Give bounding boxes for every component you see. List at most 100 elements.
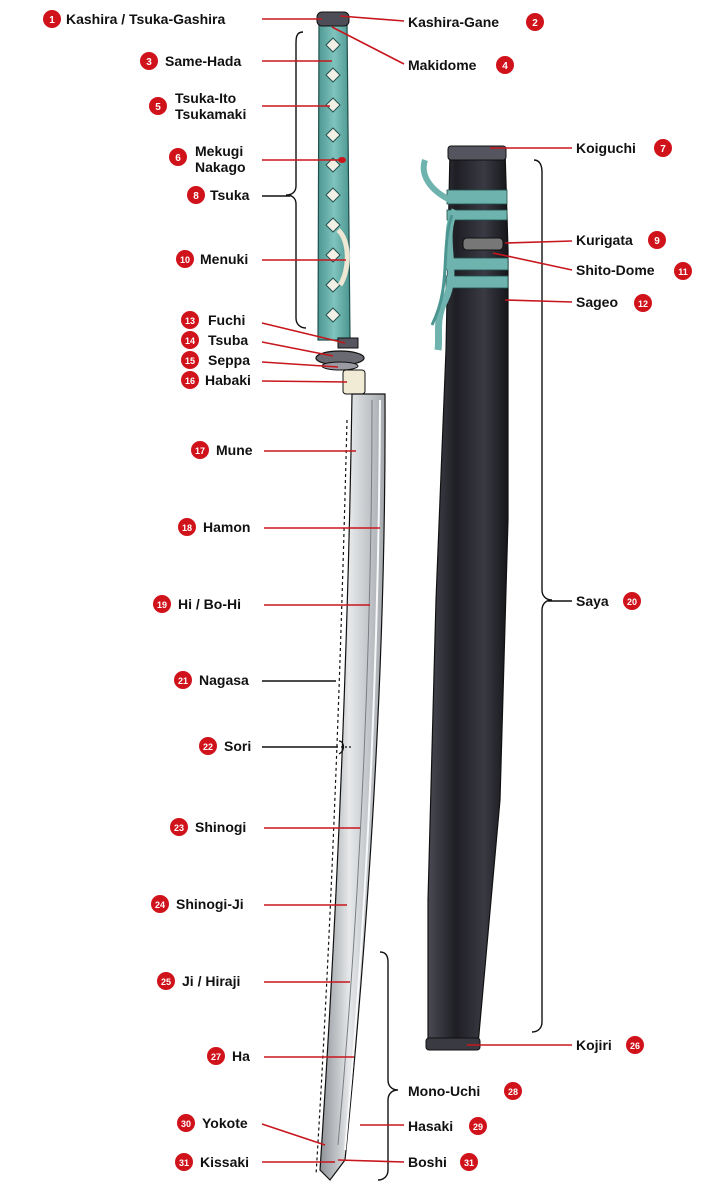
number-badge: [674, 262, 692, 280]
svg-text:Tsuba: Tsuba: [208, 332, 248, 348]
label-habaki: 16 Habaki: [181, 371, 251, 389]
svg-text:Mono-Uchi: Mono-Uchi: [408, 1083, 480, 1099]
svg-text:Saya: Saya: [576, 593, 609, 609]
number-badge: [176, 250, 194, 268]
svg-text:Sori: Sori: [224, 738, 251, 754]
number-badge: [169, 148, 187, 166]
label-makidome: Makidome 4: [408, 56, 514, 74]
number-badge: [626, 1036, 644, 1054]
label-mune: 17 Mune: [191, 441, 253, 459]
number-badge: [153, 595, 171, 613]
svg-text:11: 11: [678, 267, 688, 277]
svg-text:28: 28: [508, 1087, 518, 1097]
label-tsuba: 14 Tsuba: [181, 331, 248, 349]
label-hi: 19 Hi / Bo-Hi: [153, 595, 241, 613]
number-badge: [157, 972, 175, 990]
svg-text:12: 12: [638, 299, 648, 309]
number-badge: [654, 139, 672, 157]
svg-text:Fuchi: Fuchi: [208, 312, 245, 328]
number-badge: [460, 1153, 478, 1171]
svg-text:18: 18: [182, 523, 192, 533]
svg-text:2: 2: [532, 18, 538, 29]
label-shinogi: 23 Shinogi: [170, 818, 246, 836]
svg-text:Boshi: Boshi: [408, 1154, 447, 1170]
svg-text:Tsukamaki: Tsukamaki: [175, 106, 246, 122]
svg-text:Koiguchi: Koiguchi: [576, 140, 636, 156]
blade: [319, 393, 386, 1181]
svg-text:Nagasa: Nagasa: [199, 672, 249, 688]
number-badge: [177, 1114, 195, 1132]
svg-text:27: 27: [211, 1052, 221, 1062]
svg-text:Menuki: Menuki: [200, 251, 248, 267]
svg-text:Shinogi-Ji: Shinogi-Ji: [176, 896, 244, 912]
label-saya: Saya 20: [576, 592, 641, 610]
svg-text:26: 26: [630, 1041, 640, 1051]
label-tsuka: 8 Tsuka: [187, 186, 250, 204]
label-mono-uchi: Mono-Uchi 28: [408, 1082, 522, 1100]
mono-uchi-bracket: [377, 951, 399, 1181]
label-yokote: 30 Yokote: [177, 1114, 248, 1132]
svg-text:Hi / Bo-Hi: Hi / Bo-Hi: [178, 596, 241, 612]
label-hamon: 18 Hamon: [178, 518, 250, 536]
svg-text:Hasaki: Hasaki: [408, 1118, 453, 1134]
svg-text:6: 6: [175, 153, 181, 164]
svg-text:19: 19: [157, 600, 167, 610]
svg-text:17: 17: [195, 446, 205, 456]
svg-text:5: 5: [155, 102, 161, 113]
svg-text:Nakago: Nakago: [195, 159, 246, 175]
number-badge: [181, 371, 199, 389]
svg-text:8: 8: [193, 191, 199, 202]
number-badge: [504, 1082, 522, 1100]
svg-text:Ji / Hiraji: Ji / Hiraji: [182, 973, 240, 989]
label-kurigata: Kurigata 9: [576, 231, 666, 249]
sageo-cord: [420, 159, 509, 351]
label-kashira-gane: Kashira-Gane 2: [408, 13, 544, 31]
svg-text:30: 30: [181, 1119, 191, 1129]
number-badge: [151, 895, 169, 913]
svg-text:Mune: Mune: [216, 442, 253, 458]
svg-text:20: 20: [627, 597, 637, 607]
label-kashira: 1 Kashira / Tsuka-Gashira: [43, 10, 225, 28]
svg-text:23: 23: [174, 823, 184, 833]
svg-text:Tsuka-Ito: Tsuka-Ito: [175, 90, 236, 106]
label-koiguchi: Koiguchi 7: [576, 139, 672, 157]
number-badge: [181, 331, 199, 349]
number-badge: [174, 671, 192, 689]
label-sageo: Sageo 12: [576, 294, 652, 312]
nagasa-dashed-line: [315, 419, 348, 1176]
tsuka-bracket: [285, 31, 307, 329]
svg-text:4: 4: [502, 61, 508, 72]
number-badge: [140, 52, 158, 70]
number-badge: [181, 311, 199, 329]
svg-text:13: 13: [185, 316, 195, 326]
saya-bracket: [531, 159, 553, 1033]
svg-text:Hamon: Hamon: [203, 519, 250, 535]
label-mekugi: 6 Mekugi Nakago: [169, 143, 246, 175]
label-seppa: 15 Seppa: [181, 351, 250, 369]
number-badge: [648, 231, 666, 249]
number-badge: [170, 818, 188, 836]
svg-text:Tsuka: Tsuka: [210, 187, 250, 203]
label-boshi: Boshi 31: [408, 1153, 478, 1171]
svg-text:29: 29: [473, 1122, 483, 1132]
sori-arc: [338, 740, 345, 755]
svg-text:24: 24: [155, 900, 165, 910]
number-badge: [175, 1153, 193, 1171]
svg-text:16: 16: [185, 376, 195, 386]
svg-text:Seppa: Seppa: [208, 352, 250, 368]
number-badge: [43, 10, 61, 28]
label-kojiri: Kojiri 26: [576, 1036, 644, 1054]
svg-text:Habaki: Habaki: [205, 372, 251, 388]
svg-text:3: 3: [146, 57, 152, 68]
number-badge: [149, 97, 167, 115]
tsuka-ito-wrap-pattern: [325, 37, 341, 323]
svg-text:Shito-Dome: Shito-Dome: [576, 262, 655, 278]
tsuba-guard: [315, 337, 366, 395]
number-badge: [187, 186, 205, 204]
svg-text:Sageo: Sageo: [576, 294, 618, 310]
number-badge: [623, 592, 641, 610]
label-kissaki: 31 Kissaki: [175, 1153, 249, 1171]
svg-text:22: 22: [203, 742, 213, 752]
svg-text:31: 31: [464, 1158, 474, 1168]
svg-text:31: 31: [179, 1158, 189, 1168]
